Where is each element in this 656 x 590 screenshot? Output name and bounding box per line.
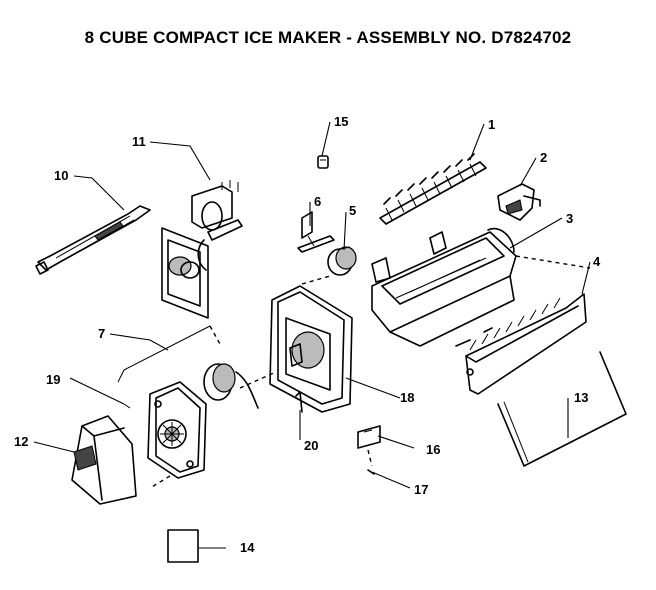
callout-2: 2 [540, 150, 547, 165]
callout-3: 3 [566, 211, 573, 226]
callout-19: 19 [46, 372, 60, 387]
callout-16: 16 [426, 442, 440, 457]
callout-7: 7 [98, 326, 105, 341]
callout-12: 12 [14, 434, 28, 449]
callout-14: 14 [240, 540, 255, 555]
callout-5: 5 [349, 203, 356, 218]
callout-10: 10 [54, 168, 68, 183]
callout-15: 15 [334, 114, 348, 129]
part-19-screw [123, 403, 131, 409]
control-housing [147, 381, 207, 489]
part-12-cover [71, 415, 137, 505]
part-18-mounting-plate [269, 275, 353, 413]
callout-1: 1 [488, 117, 495, 132]
callout-11: 11 [132, 134, 146, 149]
callout-6: 6 [314, 194, 321, 209]
leader-lines [33, 121, 591, 549]
part-10-wire-harness [35, 205, 151, 275]
part-3-ice-mold [371, 227, 591, 347]
part-5-thermostat [327, 246, 357, 276]
part-15-clip [317, 155, 329, 169]
callout-13: 13 [574, 390, 588, 405]
callout-20: 20 [304, 438, 318, 453]
part-17-screw [367, 449, 375, 475]
part-11-water-valve [161, 180, 243, 319]
diagram-title: 8 CUBE COMPACT ICE MAKER - ASSEMBLY NO. … [84, 28, 572, 47]
part-7-wire [117, 325, 221, 383]
part-6-thermostat-clip [297, 211, 335, 253]
part-20-screw [295, 391, 303, 413]
part-16-bracket [357, 425, 381, 449]
callout-labels: 1 2 3 4 5 6 7 10 11 12 13 14 15 16 17 18… [14, 114, 601, 555]
part-2-bearing [497, 183, 541, 221]
callout-17: 17 [414, 482, 428, 497]
callout-18: 18 [400, 390, 414, 405]
part-4-stripper [455, 293, 587, 395]
motor [203, 363, 277, 409]
callout-4: 4 [593, 254, 601, 269]
part-13-shutoff-arm [497, 351, 627, 467]
part-14-card [167, 529, 199, 563]
part-1-ejector [379, 153, 487, 225]
